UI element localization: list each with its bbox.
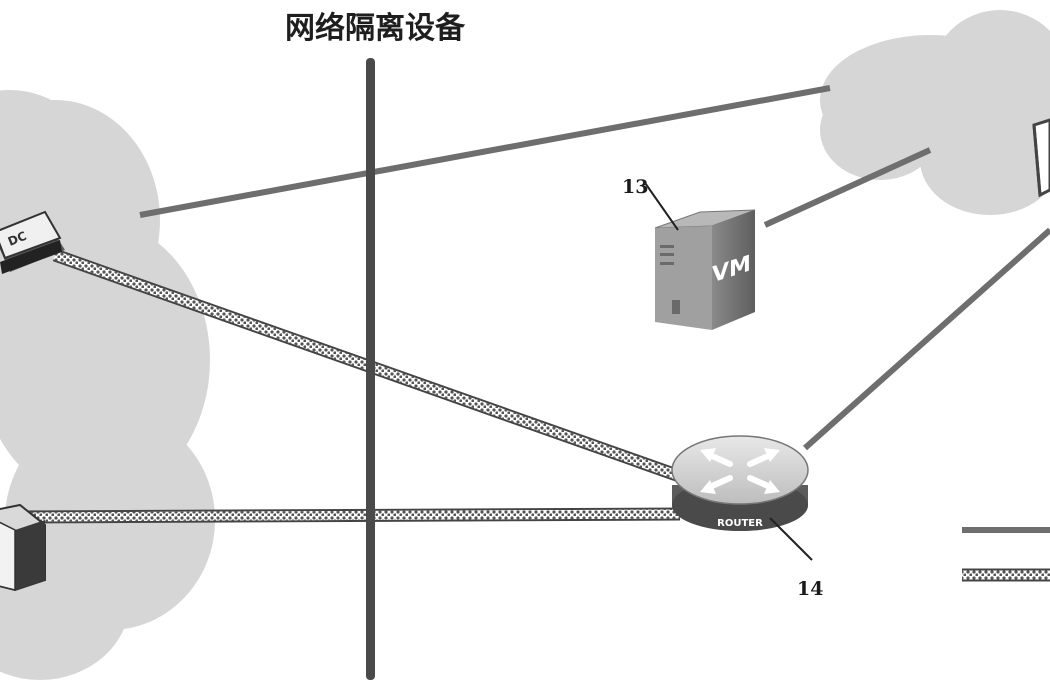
device-label: DC: [6, 229, 29, 249]
legend: [962, 527, 1050, 582]
label-13: 13: [622, 176, 648, 198]
label-13-leader: [642, 179, 679, 231]
solid-link-left-to-right-cloud: [139, 85, 831, 218]
right-device: [1032, 118, 1050, 198]
router: ROUTER: [671, 435, 809, 531]
vm-server: VM: [654, 209, 756, 330]
left-cloud: [0, 90, 215, 680]
diagram-title: 网络隔离设备: [285, 11, 466, 46]
dotted-link-lower: [14, 507, 681, 524]
solid-link-vm-to-cloud: [763, 147, 932, 228]
router-icon-label: ROUTER: [717, 518, 763, 529]
left-device-bottom: [0, 503, 46, 592]
label-14-leader: [769, 517, 813, 561]
left-device-top: DC: [0, 210, 65, 274]
isolation-divider: [366, 58, 375, 680]
solid-link-router-to-right: [803, 227, 1050, 451]
right-cloud: [820, 10, 1050, 215]
label-14: 14: [797, 578, 823, 600]
